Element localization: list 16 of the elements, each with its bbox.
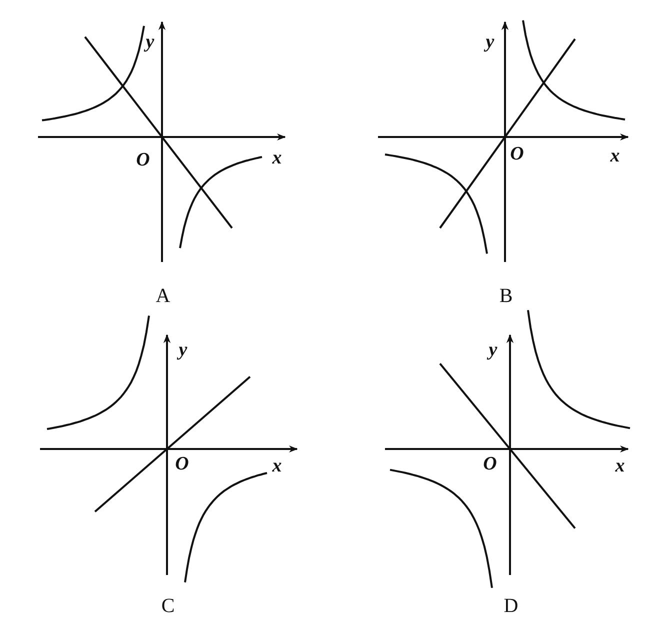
graph-option-label: D xyxy=(504,596,518,616)
axis-label: x xyxy=(272,148,282,168)
axis-label: y xyxy=(178,340,188,360)
axis-label: y xyxy=(488,340,498,360)
axis-label: y xyxy=(146,32,154,52)
axis-label: O xyxy=(483,454,497,474)
axis-label: y xyxy=(486,32,494,52)
graph-option-label: C xyxy=(161,596,175,616)
axis-label: O xyxy=(510,144,524,164)
axis-label: O xyxy=(136,150,150,170)
axis-label: x xyxy=(610,146,620,166)
graph-option-label: A xyxy=(156,286,170,306)
axis-label: O xyxy=(175,454,189,474)
axis-label: x xyxy=(615,456,625,476)
axis-label: x xyxy=(272,456,282,476)
graph-option-label: B xyxy=(499,286,513,306)
